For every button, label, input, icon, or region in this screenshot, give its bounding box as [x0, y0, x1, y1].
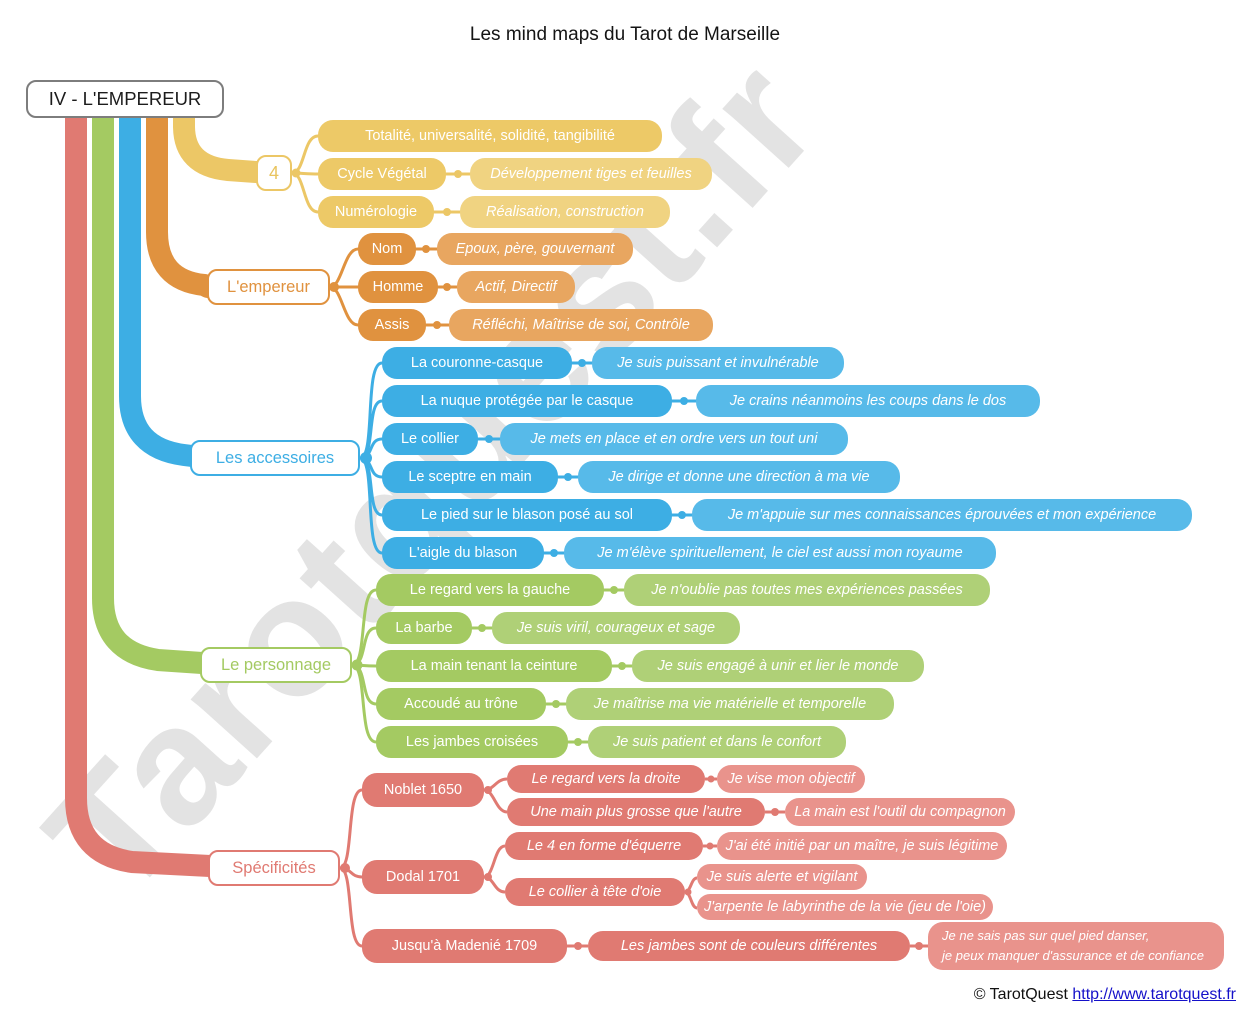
- note-nuque: Je crains néanmoins les coups dans le do…: [696, 385, 1040, 417]
- note-numerologie: Réalisation, construction: [460, 196, 670, 228]
- note-collier-oie-2: J'arpente le labyrinthe de la vie (jeu d…: [697, 894, 993, 920]
- note-regard-gauche: Je n'oublie pas toutes mes expériences p…: [624, 574, 990, 606]
- footer: © TarotQuest http://www.tarotquest.fr: [974, 986, 1236, 1004]
- node-accessoires: Les accessoires: [190, 440, 360, 476]
- ribbon-green: [92, 97, 213, 674]
- node-jambes-croisees: Les jambes croisées: [376, 726, 568, 758]
- note-regard-droite: Je vise mon objectif: [717, 765, 865, 793]
- node-accoude-trone: Accoudé au trône: [376, 688, 546, 720]
- tarotquest-link[interactable]: http://www.tarotquest.fr: [1072, 986, 1236, 1003]
- node-assis: Assis: [358, 309, 426, 341]
- note-pied-blason: Je m'appuie sur mes connaissances éprouv…: [692, 499, 1192, 531]
- node-aigle-blason: L'aigle du blason: [382, 537, 544, 569]
- note-barbe: Je suis viril, courageux et sage: [492, 612, 740, 644]
- note-sceptre: Je dirige et donne une direction à ma vi…: [578, 461, 900, 493]
- node-homme: Homme: [358, 271, 438, 303]
- node-barbe: La barbe: [376, 612, 472, 644]
- root-node: IV - L'EMPEREUR: [26, 80, 224, 118]
- node-cycle-vegetal: Cycle Végétal: [318, 158, 446, 190]
- note-main-ceinture: Je suis engagé à unir et lier le monde: [632, 650, 924, 682]
- note-assis: Réfléchi, Maîtrise de soi, Contrôle: [449, 309, 713, 341]
- note-main-grosse: La main est l'outil du compagnon: [785, 798, 1015, 826]
- node-totalite: Totalité, universalité, solidité, tangib…: [318, 120, 662, 152]
- node-noblet-1650: Noblet 1650: [362, 773, 484, 807]
- note-homme: Actif, Directif: [457, 271, 575, 303]
- note-nom: Epoux, père, gouvernant: [437, 233, 633, 265]
- ribbon-blue: [119, 97, 203, 467]
- node-4-equerre: Le 4 en forme d'équerre: [505, 832, 703, 860]
- ribbon-yellow: [173, 97, 267, 183]
- note-jambes-couleurs-line2: je peux manquer d'assurance et de confia…: [942, 948, 1204, 963]
- note-jambes-couleurs-line1: Je ne sais pas sur quel pied danser,: [942, 927, 1150, 943]
- note-collier: Je mets en place et en ordre vers un tou…: [500, 423, 848, 455]
- note-cycle-vegetal: Développement tiges et feuilles: [470, 158, 712, 190]
- node-dodal-1701: Dodal 1701: [362, 860, 484, 894]
- note-couronne-casque: Je suis puissant et invulnérable: [592, 347, 844, 379]
- node-regard-droite: Le regard vers la droite: [507, 765, 705, 793]
- node-collier-oie: Le collier à tête d'oie: [505, 878, 685, 906]
- ribbon-red: [65, 97, 221, 877]
- node-personnage: Le personnage: [200, 647, 352, 683]
- node-madenie-1709: Jusqu'à Madenié 1709: [362, 929, 567, 963]
- page-title: Les mind maps du Tarot de Marseille: [469, 24, 781, 45]
- node-nom: Nom: [358, 233, 416, 265]
- note-aigle-blason: Je m'élève spirituellement, le ciel est …: [564, 537, 996, 569]
- node-nuque: La nuque protégée par le casque: [382, 385, 672, 417]
- note-accoude-trone: Je maîtrise ma vie matérielle et tempore…: [566, 688, 894, 720]
- copyright-text: © TarotQuest: [973, 986, 1068, 1003]
- node-couronne-casque: La couronne-casque: [382, 347, 572, 379]
- node-collier: Le collier: [382, 423, 478, 455]
- node-jambes-couleurs: Les jambes sont de couleurs différentes: [588, 931, 910, 961]
- node-main-ceinture: La main tenant la ceinture: [376, 650, 612, 682]
- note-jambes-couleurs: Je ne sais pas sur quel pied danser, je …: [928, 922, 1224, 970]
- node-number-4: 4: [256, 155, 292, 191]
- note-4-equerre: J'ai été initié par un maître, je suis l…: [717, 832, 1007, 860]
- ribbon-orange: [146, 97, 219, 298]
- node-specificites: Spécificités: [208, 850, 340, 886]
- node-regard-gauche: Le regard vers la gauche: [376, 574, 604, 606]
- node-empereur: L'empereur: [207, 269, 330, 305]
- node-main-grosse: Une main plus grosse que l'autre: [507, 798, 765, 826]
- node-numerologie: Numérologie: [318, 196, 434, 228]
- note-collier-oie-1: Je suis alerte et vigilant: [697, 864, 867, 890]
- note-jambes-croisees: Je suis patient et dans le confort: [588, 726, 846, 758]
- node-sceptre: Le sceptre en main: [382, 461, 558, 493]
- node-pied-blason: Le pied sur le blason posé au sol: [382, 499, 672, 531]
